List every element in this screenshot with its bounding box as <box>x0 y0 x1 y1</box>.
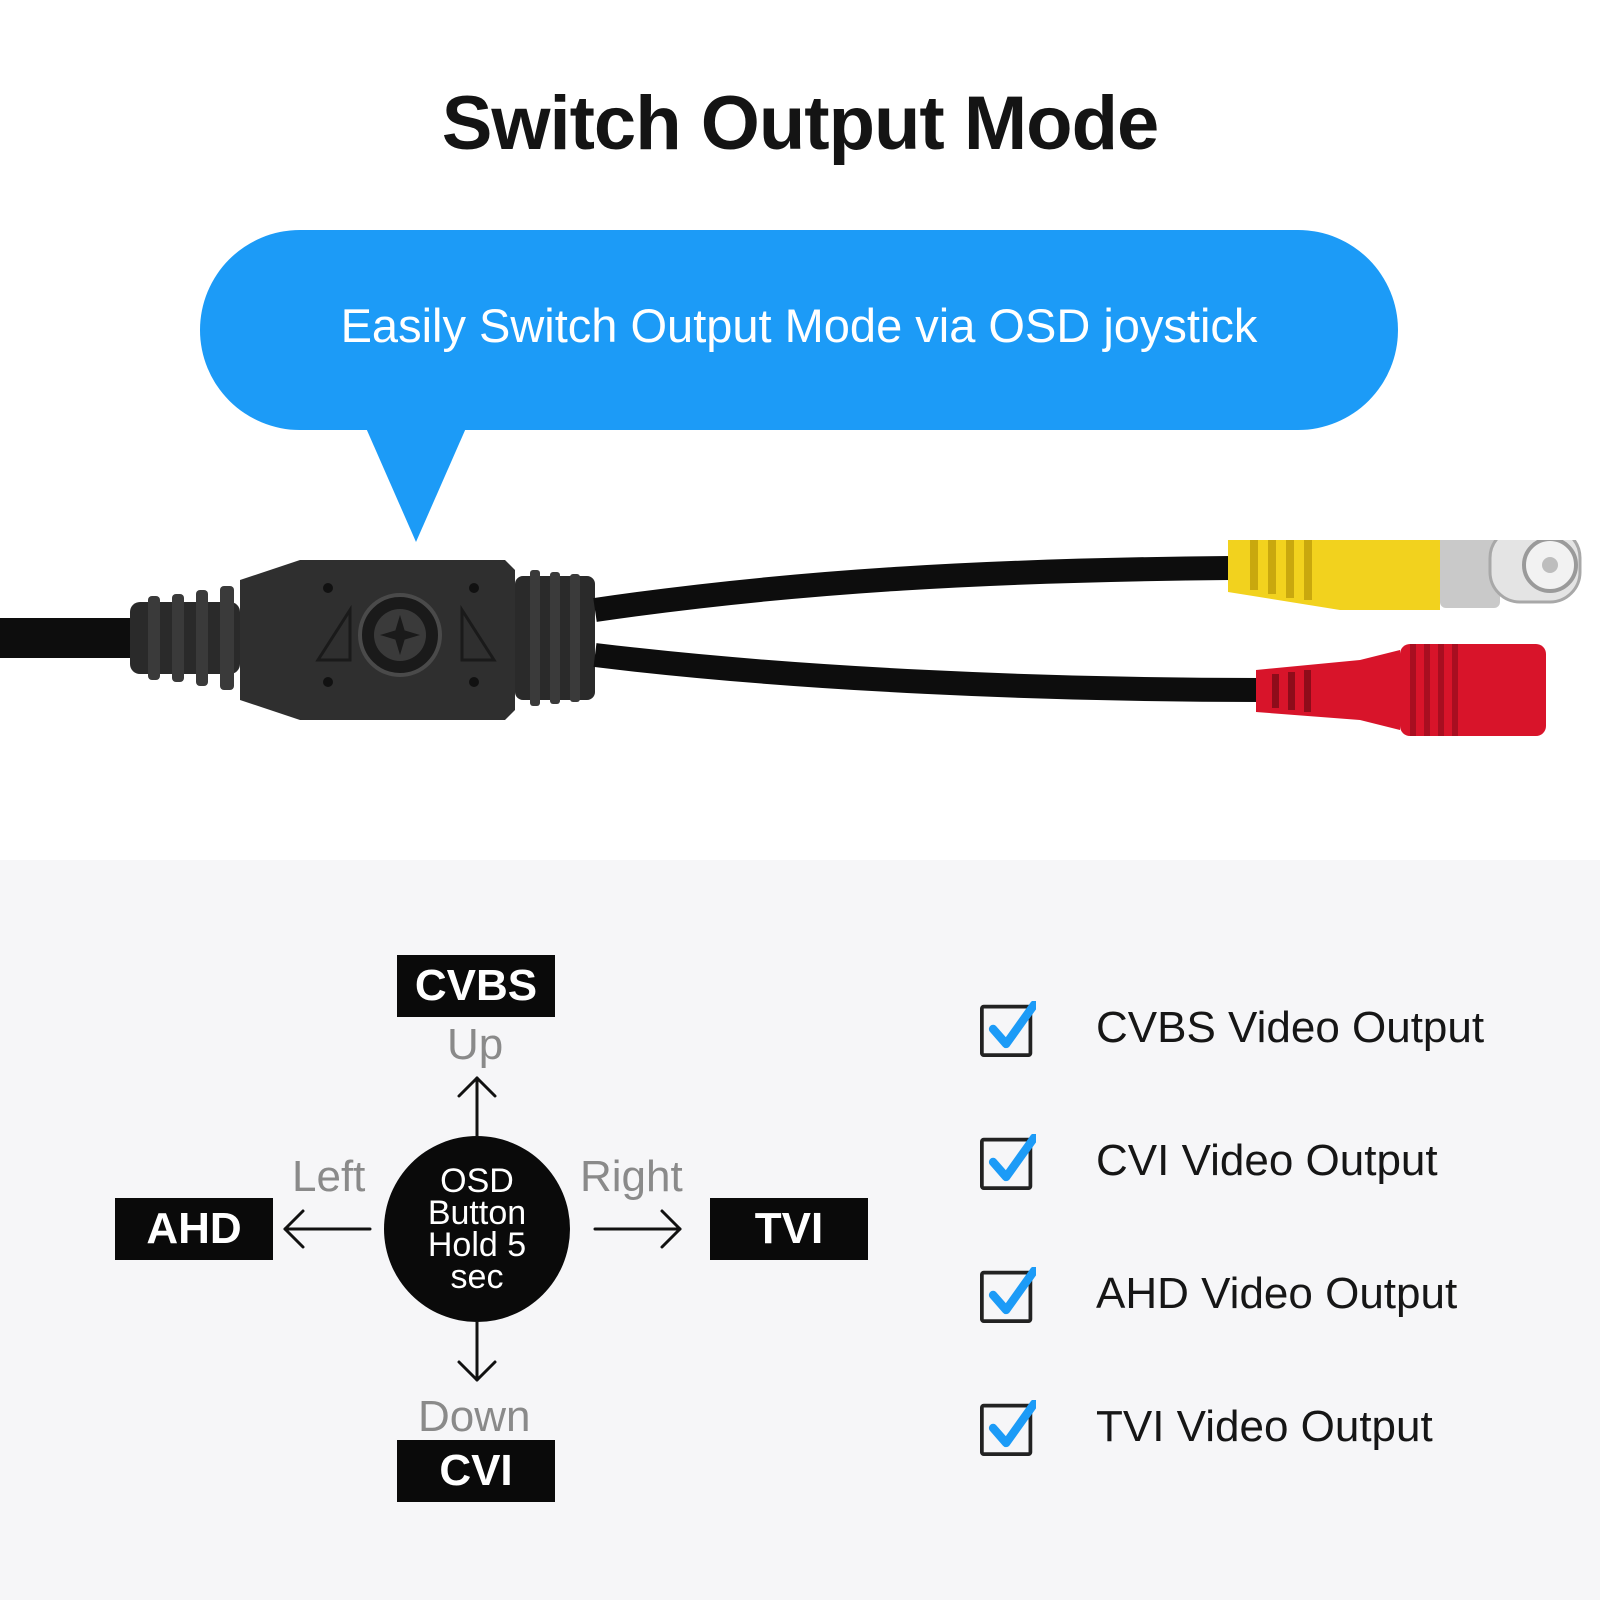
speech-bubble-tail <box>366 428 466 542</box>
output-item-tvi: TVI Video Output <box>980 1394 1580 1464</box>
checkbox-checked-icon <box>980 1267 1036 1323</box>
mode-tag-cvbs: CVBS <box>397 955 555 1017</box>
mode-tag-tvi: TVI <box>710 1198 868 1260</box>
power-cable <box>593 643 1261 702</box>
output-label: TVI Video Output <box>1096 1402 1433 1451</box>
osd-button: OSD Button Hold 5 sec <box>384 1136 570 1322</box>
output-label: CVBS Video Output <box>1096 1003 1485 1052</box>
direction-right-label: Right <box>580 1152 683 1201</box>
checkbox-checked-icon <box>980 1001 1036 1057</box>
video-cable <box>593 556 1231 622</box>
cable-illustration <box>0 540 1582 736</box>
bnc-connector-icon <box>1228 540 1582 610</box>
speech-bubble <box>200 230 1398 430</box>
mode-tag-cvi: CVI <box>397 1440 555 1502</box>
output-item-cvi: CVI Video Output <box>980 1128 1580 1198</box>
strain-relief-right <box>515 570 595 706</box>
checkbox-checked-icon <box>980 1400 1036 1456</box>
main-cable <box>0 618 140 658</box>
osd-button-label: OSD Button Hold 5 sec <box>427 1162 527 1296</box>
dc-connector-icon <box>1256 644 1546 736</box>
output-item-cvbs: CVBS Video Output <box>980 995 1580 1065</box>
output-label: AHD Video Output <box>1096 1269 1458 1318</box>
strain-relief-left <box>130 586 240 690</box>
output-item-ahd: AHD Video Output <box>980 1261 1580 1331</box>
mode-tag-ahd: AHD <box>115 1198 273 1260</box>
speech-bubble-text: Easily Switch Output Mode via OSD joysti… <box>340 299 1258 352</box>
direction-down-label: Down <box>418 1392 531 1441</box>
output-label: CVI Video Output <box>1096 1136 1438 1185</box>
direction-left-label: Left <box>292 1152 366 1201</box>
page-title: Switch Output Mode <box>441 81 1160 166</box>
joystick-knob-icon <box>358 593 442 677</box>
checkbox-checked-icon <box>980 1134 1036 1190</box>
direction-up-label: Up <box>447 1020 504 1069</box>
